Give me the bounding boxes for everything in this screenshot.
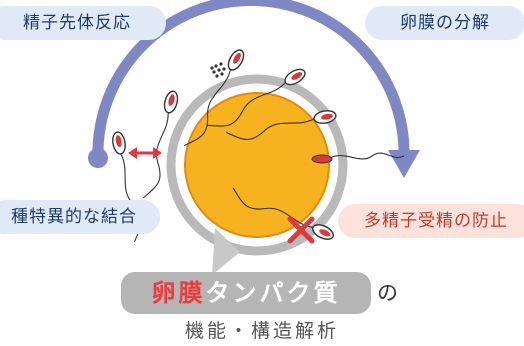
label-acrosome-reaction: 精子先体反応 [0, 6, 166, 40]
acrosome-granules [210, 62, 226, 78]
cycle-arrow-icon [92, 0, 410, 163]
title-highlight: 卵膜 [151, 279, 206, 307]
sperm-entering-icon [311, 152, 405, 164]
blocked-x-icon [287, 216, 315, 244]
double-arrow-icon [128, 147, 162, 159]
label-zona-lysis: 卵膜の分解 [365, 6, 524, 40]
label-block-polyspermy: 多精子受精の防止 [338, 204, 524, 238]
title-connector [212, 228, 240, 275]
title-main: タンパク質 [205, 279, 341, 307]
subtitle: 機能・構造解析 [184, 320, 339, 342]
title-suffix: の [377, 281, 398, 305]
title-box: 卵膜タンパク質 [121, 272, 371, 314]
egg-cell [184, 92, 330, 238]
label-species-binding: 種特異的な結合 [0, 200, 160, 234]
cycle-arrowhead [388, 150, 420, 178]
cycle-start-dot [88, 148, 108, 168]
zona-pellucida [166, 74, 348, 256]
